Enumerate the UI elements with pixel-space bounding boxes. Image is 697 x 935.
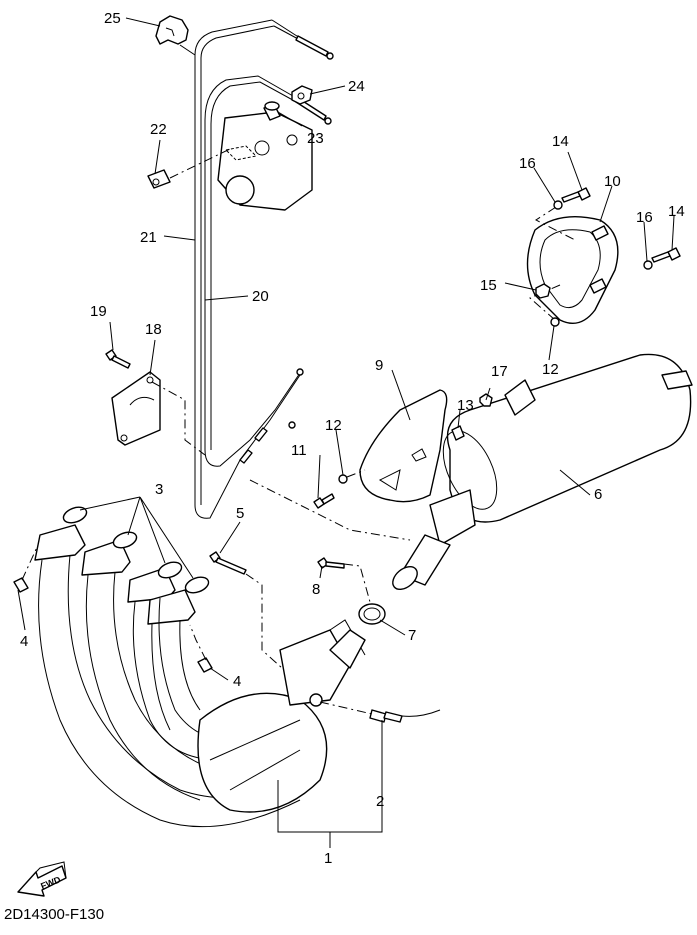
washer-12-guide [346, 469, 366, 478]
callout-17: 17 [491, 363, 508, 380]
bolt-8-part [317, 557, 371, 603]
callout-16b: 16 [636, 209, 653, 226]
diagram-code: 2D14300-F130 [4, 906, 104, 923]
fwd-arrow-icon: FWD [17, 861, 67, 897]
callout-22: 22 [150, 121, 167, 138]
bolt-11-part [313, 493, 335, 509]
bolt-14-parts [561, 187, 681, 263]
callout-23: 23 [307, 130, 324, 147]
callout-13: 13 [457, 397, 474, 414]
damper-13-part [451, 425, 465, 441]
callout-labels: 1 2 3 4 4 5 6 7 8 9 10 11 12 12 13 14 14… [20, 10, 685, 867]
protector-part [359, 389, 448, 503]
nut-15-part [535, 283, 551, 299]
servo-motor-part [217, 111, 313, 211]
callout-14a: 14 [552, 133, 569, 150]
washer-16-parts [553, 200, 653, 270]
callout-4a: 4 [20, 633, 28, 650]
bolt-5-part [209, 551, 283, 669]
gaskets-3-part [62, 506, 210, 594]
leader-lines [17, 17, 675, 848]
muffler-part [249, 353, 693, 591]
callout-25: 25 [104, 10, 121, 27]
cap-part [526, 206, 619, 324]
callout-8: 8 [312, 581, 320, 598]
callout-11: 11 [291, 442, 307, 459]
callout-14b: 14 [668, 203, 685, 220]
callout-20: 20 [252, 288, 269, 305]
bolt-19-part [105, 349, 131, 369]
callout-12b: 12 [542, 361, 559, 378]
callout-9: 9 [375, 357, 383, 374]
bracket-part [111, 371, 206, 456]
cable-20-21 [194, 19, 334, 519]
callout-19: 19 [90, 303, 107, 320]
callout-6: 6 [594, 486, 602, 503]
callout-5: 5 [236, 505, 244, 522]
nut-24-part [291, 85, 313, 105]
gasket-7-part [358, 603, 386, 625]
callout-21: 21 [140, 229, 157, 246]
callout-2: 2 [376, 793, 384, 810]
callout-15: 15 [480, 277, 497, 294]
collar-part [263, 101, 281, 121]
callout-7: 7 [408, 627, 416, 644]
cable-holder-part [155, 15, 189, 45]
callout-10: 10 [604, 173, 621, 190]
exhaust-header-part [34, 524, 366, 828]
callout-3: 3 [155, 481, 163, 498]
callout-12a: 12 [325, 417, 342, 434]
nut-4-parts [13, 544, 213, 673]
o2-sensor-part [319, 701, 441, 723]
washer-12b-part [550, 317, 560, 327]
callout-4b: 4 [233, 673, 241, 690]
callout-16a: 16 [519, 155, 536, 172]
callout-18: 18 [145, 321, 162, 338]
grommet-part [147, 147, 233, 189]
callout-1: 1 [324, 850, 332, 867]
callout-24: 24 [348, 78, 365, 95]
washer-12-part [338, 474, 348, 484]
